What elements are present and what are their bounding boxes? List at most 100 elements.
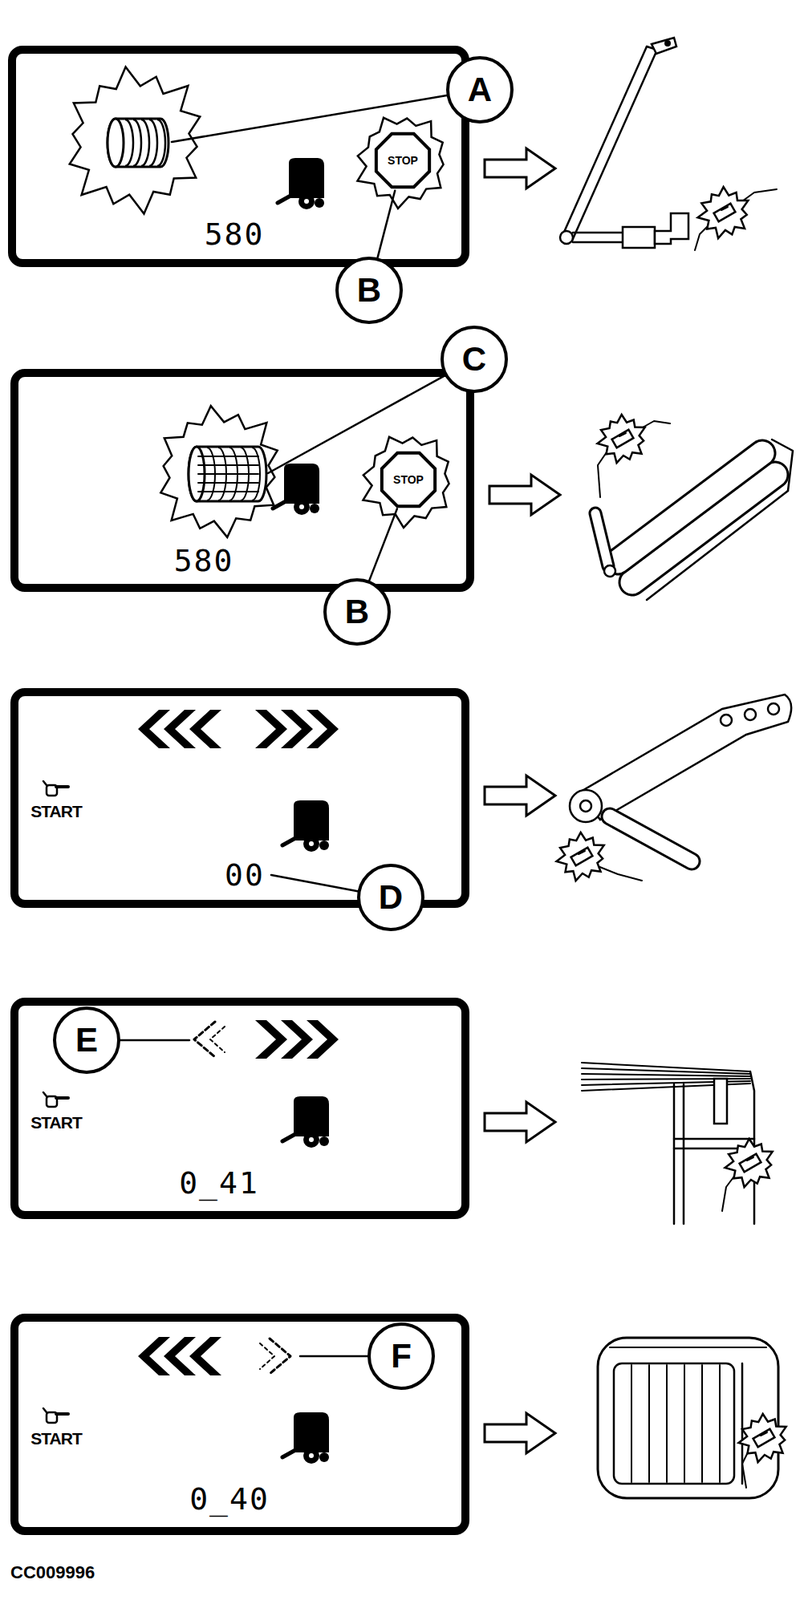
wheel [319, 1136, 329, 1147]
baler-body [284, 463, 320, 504]
belt [630, 1365, 633, 1483]
wheel [319, 1453, 329, 1463]
chevron-group [138, 1337, 222, 1377]
leader-line [120, 1039, 190, 1043]
baler-body [293, 1096, 329, 1137]
block-arrow [484, 1102, 556, 1143]
adjust-hole [720, 714, 732, 727]
wheel [303, 1132, 320, 1149]
twine-wrap [157, 119, 166, 167]
chevron-faded [194, 1022, 225, 1058]
hand-finger [56, 1096, 69, 1101]
net-roll-body [188, 446, 267, 502]
adjust-hole [767, 703, 780, 715]
chevron [189, 1337, 222, 1377]
roller [617, 453, 763, 562]
sensor-mark [578, 851, 585, 855]
chevron-faded [259, 1339, 291, 1375]
actuator-fill [595, 513, 609, 567]
belt [648, 1365, 650, 1483]
hand-finger [56, 785, 69, 789]
callout-letter: B [345, 595, 370, 630]
button-label: START [30, 803, 82, 821]
starburst [698, 186, 749, 239]
leader-line [271, 875, 358, 892]
rod [572, 231, 623, 235]
starburst [725, 1139, 773, 1188]
stop-octagon-outline [381, 453, 435, 507]
sensor-body [571, 848, 593, 866]
chevron-dashed [269, 1339, 291, 1375]
gate-slat [581, 1074, 751, 1077]
chevron-group [255, 1020, 339, 1060]
chevron-group [255, 710, 339, 749]
drawbar [282, 1449, 297, 1458]
starburst [597, 414, 646, 463]
sensor-mark [760, 1433, 768, 1437]
rod [572, 241, 623, 244]
drawbar [282, 837, 297, 846]
chevron-dashed [194, 1022, 216, 1058]
callout-circle: E [52, 1007, 121, 1075]
sensor-symbol [612, 430, 634, 448]
starburst [362, 437, 449, 528]
twine-wrap [125, 119, 134, 167]
gate-frame [673, 1084, 676, 1225]
stop-text: STOP [393, 474, 424, 486]
net-mesh [198, 482, 259, 484]
baler-icon [282, 1096, 329, 1149]
drawbar [272, 500, 288, 509]
twine-wrap [141, 119, 150, 167]
leader-line [300, 1356, 368, 1359]
roller-fill [617, 453, 763, 562]
callout-letter: A [467, 73, 492, 107]
starburst [556, 832, 605, 882]
chevron [255, 1020, 288, 1060]
frame [771, 439, 793, 492]
baler-icon [272, 463, 320, 516]
pivot-disc [569, 790, 602, 823]
sensor-body [612, 430, 634, 448]
starburst [739, 1414, 787, 1463]
starburst [160, 406, 277, 538]
block-arrow [484, 1413, 556, 1454]
chevron [255, 710, 288, 749]
hand-finger [56, 1413, 69, 1417]
starburst [357, 117, 443, 209]
baler-body [293, 1413, 329, 1454]
baler-housing [597, 1338, 779, 1499]
sensor-body [739, 1154, 762, 1173]
display-value: 0_40 [189, 1484, 270, 1515]
callout-circle: A [446, 56, 514, 124]
sensor-symbol [739, 1154, 762, 1173]
stop-sign: STOP [377, 448, 440, 512]
gate-slat [581, 1063, 751, 1072]
gate-frame [674, 1138, 755, 1142]
sensor-body [753, 1429, 776, 1448]
display-value: 0_41 [178, 1168, 260, 1199]
hand-icon [43, 1092, 69, 1108]
wheel [298, 193, 315, 210]
callout-letter: F [390, 1340, 412, 1374]
hand-icon [43, 781, 69, 796]
belt [665, 1365, 668, 1483]
arm-bar [561, 46, 647, 238]
latch [714, 1079, 727, 1125]
pivot [604, 565, 616, 577]
sensor-mark [747, 1157, 754, 1162]
twine-roll-body [107, 118, 169, 167]
sensor-mark [619, 433, 626, 437]
pivot-hub [580, 800, 592, 813]
block-arrow [484, 148, 556, 189]
chevron-dashed [210, 1027, 225, 1053]
twine-roll-body-end [107, 118, 124, 167]
chevron [189, 710, 222, 749]
stop-sign: STOP [371, 129, 435, 192]
wheel [303, 836, 320, 853]
wheel-hub [308, 1137, 314, 1143]
baler-body [293, 800, 329, 841]
net-roll [188, 446, 267, 502]
arm-bar [572, 49, 658, 241]
density-arm-illustration [569, 694, 792, 882]
